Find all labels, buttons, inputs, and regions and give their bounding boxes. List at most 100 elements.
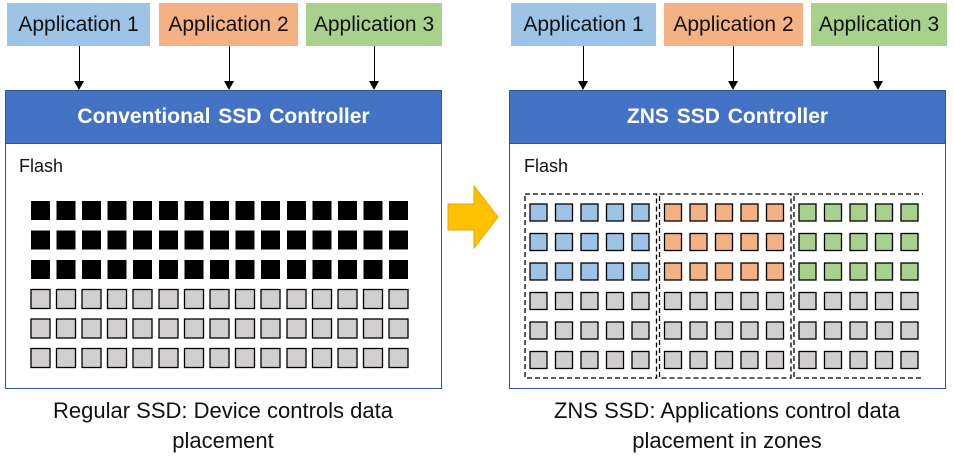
right-flash-block [740,262,759,281]
left-flash-block [82,201,101,220]
left-flash-block [337,318,358,339]
right-flash-block [714,291,734,311]
left-app-3: Application 3 [306,3,442,46]
right-flash-block [605,232,625,252]
right-flash-block [554,350,574,370]
right-flash-block [529,291,548,311]
left-flash-block [210,201,229,220]
right-flash-block [631,321,650,340]
left-flash-block [133,201,152,220]
right-arrow-2 [733,46,734,82]
left-flash-block [81,288,102,310]
right-flash-block [631,262,650,281]
right-flash-grid [524,193,923,379]
left-arrow-3 [374,46,375,82]
right-flash-block [900,350,919,370]
left-flash-block [337,288,358,310]
right-flash-block [631,291,650,311]
right-caption-line-1: ZNS SSD: Applications control data [553,398,901,423]
left-app-2: Application 2 [159,3,298,46]
right-flash-block [580,350,599,370]
left-flash-block [363,260,383,279]
right-flash-block [798,321,817,340]
right-flash-block [663,232,683,252]
left-flash-block [260,318,281,339]
left-flash-block [30,347,51,369]
left-flash-block [30,318,51,339]
right-flash-block [689,321,708,340]
left-flash-block [106,347,128,369]
left-flash-block [234,288,256,310]
right-flash-block [874,232,894,252]
right-flash-block [689,232,708,252]
left-flash-block [158,318,179,339]
left-arrowhead-3 [369,81,379,90]
right-flash-block [823,321,843,340]
right-flash-block [849,262,868,281]
right-caption: ZNS SSD: Applications control data place… [504,396,950,456]
left-flash-block [363,230,383,250]
right-flash-block [554,291,574,311]
right-flash-block [714,321,734,340]
right-flash-block [689,350,708,370]
left-flash-block [159,230,178,250]
left-flash-block [311,347,333,369]
right-flash-block [689,262,708,281]
left-flash-block [56,201,76,220]
left-flash-block [389,260,408,279]
right-flash-block [689,291,708,311]
right-flash-block [529,232,548,252]
right-app-3: Application 3 [811,3,947,46]
left-arrowhead-1 [74,81,84,90]
left-arrow-1 [79,46,80,82]
left-flash-block [31,260,50,279]
right-arrow-3 [878,46,879,82]
left-flash-block [235,201,255,220]
right-flash-block [529,321,548,340]
right-arrowhead-3 [873,81,883,90]
left-flash-block [312,260,332,279]
right-flash-block [580,262,599,281]
right-flash-block [874,350,894,370]
left-flash-block [209,288,230,310]
right-flash-block [900,203,919,222]
left-flash-block [261,201,280,220]
left-flash-block [286,347,307,369]
left-flash-block [389,201,408,220]
right-flash-block [798,232,817,252]
right-caption-line-2: placement in zones [632,428,822,453]
right-flash-block [554,262,574,281]
left-caption-line-1: Regular SSD: Device controls data [53,398,393,423]
left-flash-block [209,347,230,369]
left-flash-block [56,230,76,250]
right-flash-block [798,350,817,370]
right-flash-block [554,203,574,222]
right-flash-block [605,350,625,370]
right-flash-block [663,321,683,340]
right-flash-block [798,291,817,311]
left-flash-block [132,318,153,339]
right-flash-block [874,321,894,340]
right-flash-block [849,350,868,370]
left-arrowhead-2 [224,81,234,90]
right-flash-block [714,203,734,222]
left-flash-block [183,318,205,339]
left-flash-block [235,260,255,279]
left-flash-block [362,347,384,369]
left-flash-block [312,230,332,250]
right-flash-block [580,321,599,340]
right-flash-block [874,291,894,311]
left-flash-block [389,230,408,250]
right-flash-block [580,232,599,252]
left-flash-block [312,201,332,220]
right-arrowhead-1 [578,81,588,90]
left-flash-block [311,288,333,310]
right-flash-block [900,232,919,252]
conventional-ssd-controller: Conventional SSD Controller [5,90,442,144]
right-flash-block [849,291,868,311]
zone-border [793,193,923,379]
right-flash-block [765,262,785,281]
left-flash-block [158,347,179,369]
right-flash-block [798,203,817,222]
left-flash-block [183,347,205,369]
